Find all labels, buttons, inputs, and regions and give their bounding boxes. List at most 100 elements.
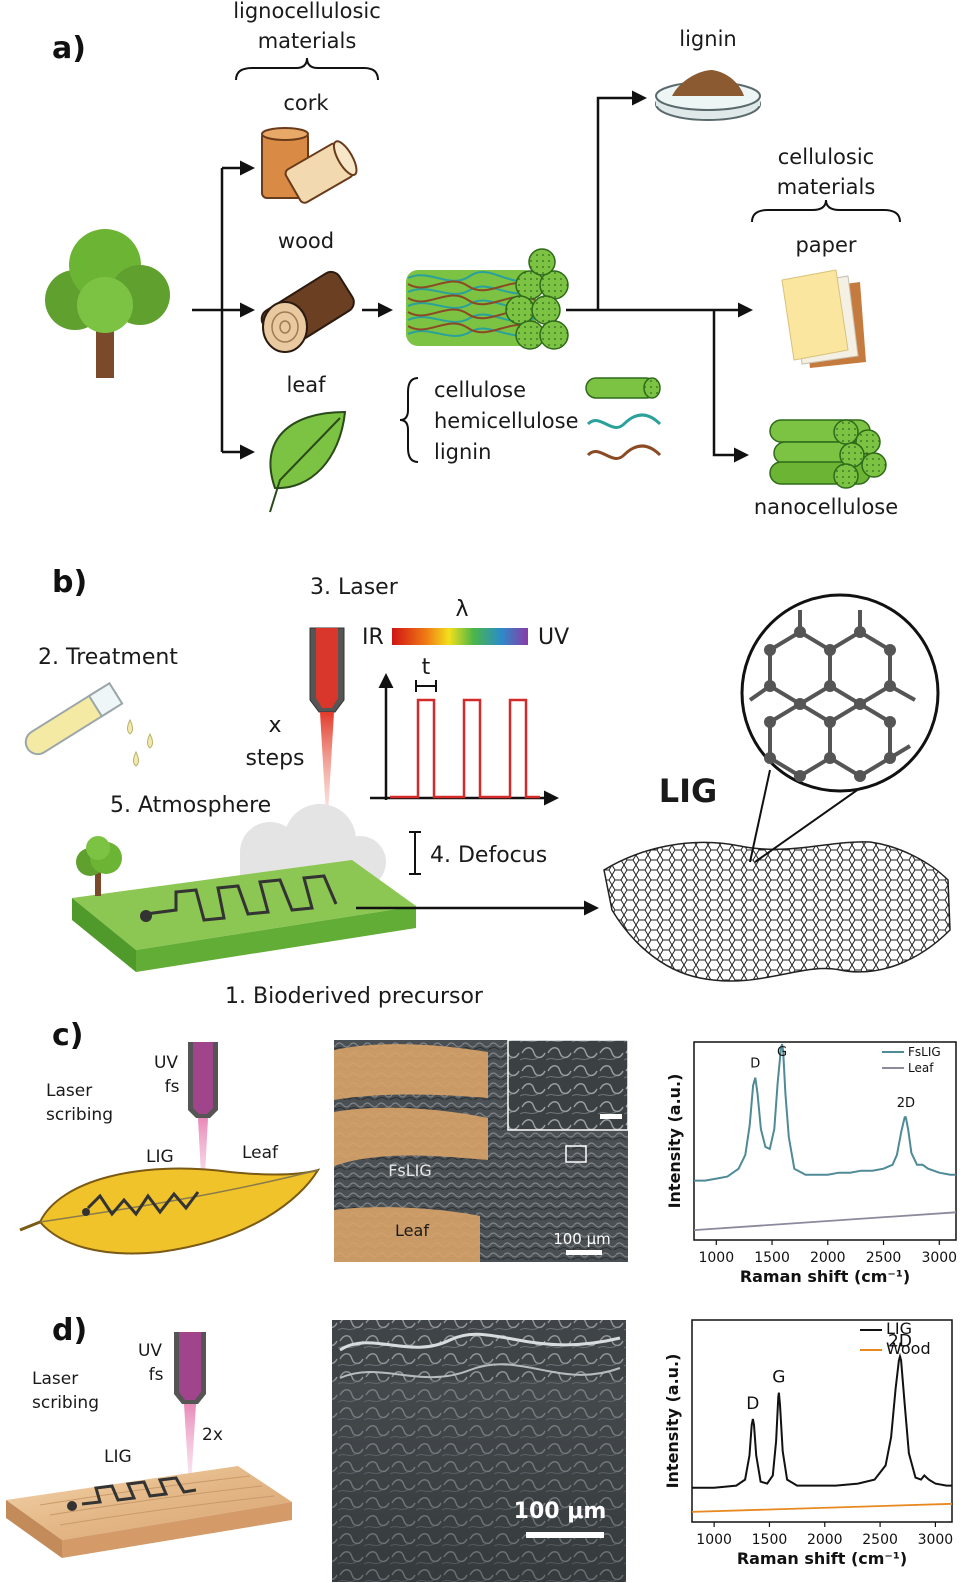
c-sem-leaf-label: Leaf	[395, 1221, 429, 1240]
c-laser-beam	[198, 1118, 208, 1195]
c-sem-fslig-label: FsLIG	[388, 1161, 432, 1180]
panel-c-label: c)	[52, 1018, 84, 1053]
c-yellow-leaf-icon	[19, 1167, 321, 1255]
legend-label-leaf: Leaf	[908, 1061, 934, 1075]
x-tick-label: 1500	[752, 1532, 788, 1548]
series-line-wood	[691, 1502, 953, 1513]
arrow-to-lignin	[596, 90, 647, 310]
x-tick-label: 2500	[866, 1250, 902, 1266]
c-laser-scribing-line1: Laser	[46, 1081, 92, 1101]
d-times-label: 2x	[202, 1425, 223, 1445]
series-line-leaf	[693, 1211, 957, 1231]
c-laser-head-icon	[188, 1042, 218, 1118]
leaf-label: leaf	[286, 373, 326, 397]
d-fs-label: fs	[149, 1365, 164, 1385]
d-lig-label: LIG	[104, 1447, 132, 1467]
d-laser-scribing-line2: scribing	[32, 1393, 99, 1413]
c-laser-scribing-line2: scribing	[46, 1105, 113, 1125]
series-line-fslig	[694, 1043, 956, 1182]
panel-d-label: d)	[52, 1313, 87, 1348]
leaf-icon	[269, 410, 347, 513]
laser-label: 3. Laser	[310, 575, 399, 600]
treatment-label: 2. Treatment	[38, 645, 178, 670]
x-tick-label: 2000	[810, 1250, 846, 1266]
lignin-top-label: lignin	[679, 27, 736, 51]
peak-label: 2D	[897, 1096, 915, 1111]
laser-head-icon	[309, 627, 345, 713]
peak-label: G	[772, 1368, 785, 1388]
d-laser-head-icon	[174, 1332, 206, 1404]
legend-label-lig: LIG	[886, 1319, 912, 1338]
x-tick-label: 1000	[696, 1532, 732, 1548]
nanocellulose-label: nanocellulose	[754, 495, 898, 519]
c-scalebar-label: 100 μm	[553, 1230, 611, 1248]
steps-label: steps	[245, 746, 304, 771]
graphene-zoom-icon	[740, 593, 940, 793]
paper-stack-icon	[781, 269, 866, 368]
spectrum-bar	[392, 628, 528, 645]
peak-label: D	[750, 1057, 760, 1072]
peak-label: G	[777, 1045, 787, 1060]
laser-beam	[320, 712, 334, 815]
d-sem-image	[332, 1320, 626, 1582]
c-uv-label: UV	[154, 1053, 178, 1073]
series-line-lig	[692, 1352, 952, 1489]
legend-label-fslig: FsLIG	[908, 1045, 941, 1059]
x-tick-label: 2500	[862, 1532, 898, 1548]
lig-label: LIG	[659, 772, 718, 810]
legend-brace-icon	[399, 377, 419, 463]
y-axis-label: Intensity (a.u.)	[663, 1354, 682, 1489]
legend-label-wood: Wood	[886, 1339, 931, 1358]
lignin-wave-icon	[586, 444, 662, 460]
uv-label: UV	[538, 625, 569, 650]
lignin-powder-dish-icon	[655, 70, 761, 121]
tree-icon	[45, 229, 170, 378]
x-axis-label: Raman shift (cm⁻¹)	[740, 1267, 910, 1286]
test-tube-icon	[24, 681, 153, 767]
legend-cellulose-label: cellulose	[434, 378, 526, 402]
cellulosic-label-line1: cellulosic	[778, 145, 874, 169]
d-laser-beam	[184, 1404, 196, 1485]
pulse-train	[390, 698, 540, 799]
wood-log-icon	[260, 270, 355, 353]
defocus-label: 4. Defocus	[430, 843, 547, 868]
chart-frame	[693, 1041, 957, 1241]
wood-label: wood	[278, 229, 334, 253]
cellulosic-brace-icon	[751, 199, 901, 223]
cellulosic-label-line2: materials	[777, 175, 876, 199]
lignocellulosic-label-line2: materials	[258, 29, 357, 53]
c-sem-image	[334, 1039, 629, 1262]
c-fs-label: fs	[165, 1077, 180, 1097]
t-dimension-marker	[415, 680, 437, 692]
legend-hemicellulose-label: hemicellulose	[434, 409, 579, 433]
chart-frame	[691, 1319, 953, 1523]
peak-label: 2D	[888, 1331, 912, 1351]
panel-d: d) UV fs 2x Laser scribing LIG 10	[6, 1313, 953, 1582]
lambda-label: λ	[455, 597, 468, 622]
x-tick-label: 1500	[754, 1250, 790, 1266]
x-label: x	[268, 713, 281, 738]
x-tick-label: 2000	[807, 1532, 843, 1548]
panel-b: b) 2. Treatment 3. Laser x steps λ IR UV…	[24, 565, 951, 1009]
c-lig-label: LIG	[146, 1147, 174, 1167]
y-axis-label: Intensity (a.u.)	[665, 1074, 684, 1209]
d-laser-scribing-line1: Laser	[32, 1369, 78, 1389]
x-tick-label: 1000	[698, 1250, 734, 1266]
legend-lignin-label: lignin	[434, 440, 491, 464]
paper-label: paper	[795, 233, 856, 257]
small-tree-icon	[76, 836, 122, 896]
precursor-slab-icon	[72, 860, 416, 972]
cork-icon	[261, 127, 358, 204]
t-label: t	[422, 655, 431, 680]
x-axis-label: Raman shift (cm⁻¹)	[737, 1549, 907, 1568]
panel-c: c) UV fs Laser scribing LIG Leaf	[19, 1018, 957, 1286]
lig-graphene-sheet	[603, 841, 951, 982]
panel-a: a) ligno­cellulosic materials cork	[45, 0, 901, 519]
d-uv-label: UV	[138, 1341, 162, 1361]
nanocellulose-bundle-icon	[769, 419, 887, 489]
peak-label: D	[746, 1394, 759, 1414]
x-tick-label: 3000	[921, 1250, 957, 1266]
